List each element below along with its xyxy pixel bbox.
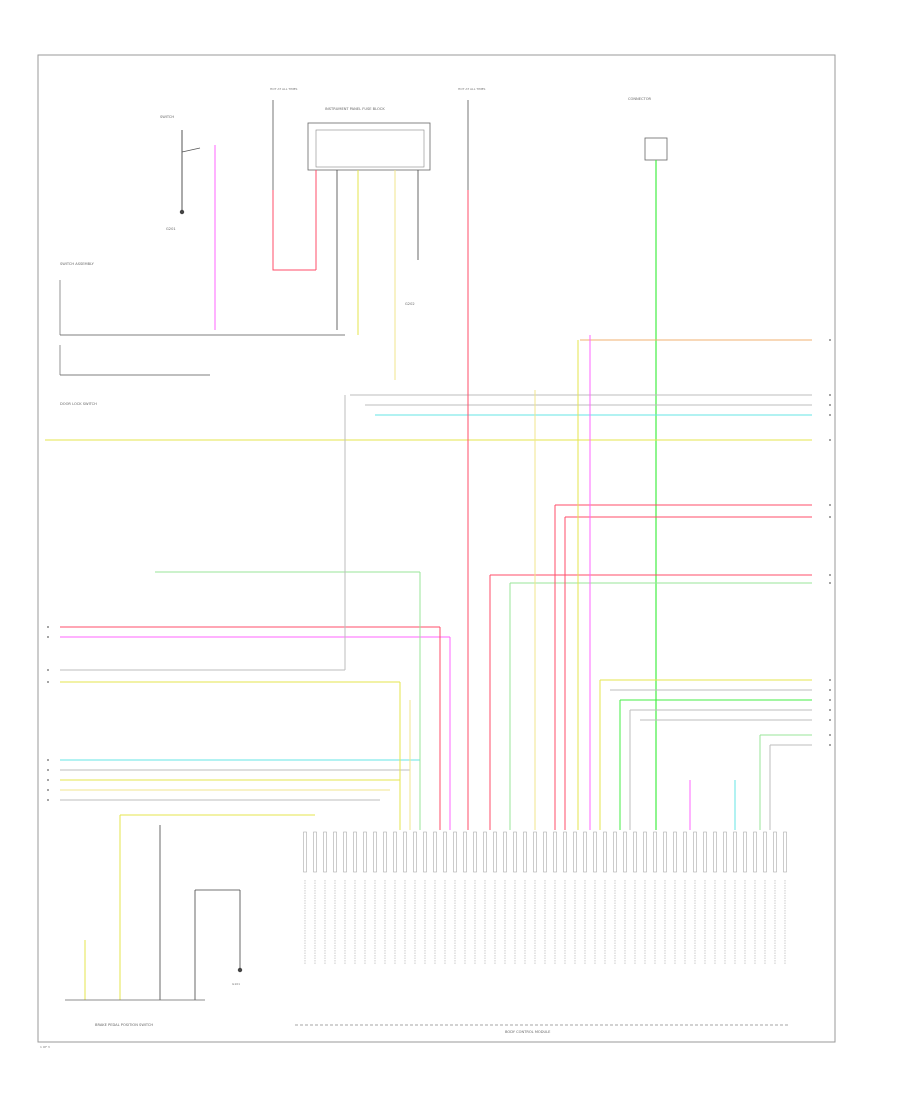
left-terminal <box>47 769 49 771</box>
bcm-pin <box>473 831 477 873</box>
bcm-pin <box>613 831 617 873</box>
bcm-pin <box>773 831 777 873</box>
left-switch-group: SWITCH ASSEMBLY DOOR LOCK SWITCH <box>59 262 345 406</box>
bcm-pin <box>303 831 307 873</box>
bcm-pin <box>583 831 587 873</box>
bcm-pin <box>743 831 747 873</box>
bcm-pin <box>693 831 697 873</box>
right-terminal <box>829 516 831 518</box>
svg-text:INSTRUMENT PANEL FUSE BLOCK: INSTRUMENT PANEL FUSE BLOCK <box>325 107 385 111</box>
left-terminal <box>47 779 49 781</box>
bcm-pin <box>543 831 547 873</box>
left-terminal <box>47 669 49 671</box>
right-edge-terminals <box>47 339 831 801</box>
fuse-relay-module: INSTRUMENT PANEL FUSE BLOCK HOT AT ALL T… <box>270 87 486 380</box>
right-terminal <box>829 689 831 691</box>
svg-text:HOT AT ALL TIMES: HOT AT ALL TIMES <box>458 87 486 91</box>
bcm-pin <box>503 831 507 873</box>
brake-switch-label: BRAKE PEDAL POSITION SWITCH <box>95 1023 153 1027</box>
bcm-pin <box>733 831 737 873</box>
right-terminal <box>829 679 831 681</box>
bcm-pin <box>683 831 687 873</box>
ground-g101: G101 <box>232 982 240 986</box>
horizontal-wires <box>45 339 812 801</box>
bcm-label: BODY CONTROL MODULE <box>505 1030 551 1034</box>
top-left-switch: SWITCH G201 <box>160 115 216 330</box>
bcm-pin <box>343 831 347 873</box>
bcm-pin <box>443 831 447 873</box>
bcm-pin <box>673 831 677 873</box>
bcm-pin <box>663 831 667 873</box>
left-terminal <box>47 681 49 683</box>
right-terminal <box>829 394 831 396</box>
brake-pedal-switch: BRAKE PEDAL POSITION SWITCH G101 <box>65 814 315 1027</box>
bcm-pin <box>763 831 767 873</box>
bcm-pin <box>593 831 597 873</box>
right-terminal <box>829 574 831 576</box>
bcm-pin <box>563 831 567 873</box>
diagram-frame <box>37 54 836 1043</box>
right-terminal <box>829 582 831 584</box>
svg-text:G201: G201 <box>166 227 176 231</box>
svg-text:SWITCH: SWITCH <box>160 115 174 119</box>
bcm-pin <box>333 831 337 873</box>
page-ref: 1 OF 3 <box>40 1045 50 1049</box>
right-terminal <box>829 439 831 441</box>
right-terminal <box>829 709 831 711</box>
bcm-pin <box>483 831 487 873</box>
svg-text:DOOR LOCK SWITCH: DOOR LOCK SWITCH <box>60 402 97 406</box>
svg-text:G202: G202 <box>405 302 415 306</box>
bcm-pin <box>573 831 577 873</box>
right-terminal <box>829 719 831 721</box>
right-terminal <box>829 339 831 341</box>
bcm-connector-row <box>303 831 787 965</box>
bcm-pin <box>373 831 377 873</box>
left-terminal <box>47 799 49 801</box>
bcm-pin <box>463 831 467 873</box>
vertical-wires <box>344 190 771 830</box>
left-terminal <box>47 626 49 628</box>
svg-text:CONNECTOR: CONNECTOR <box>628 97 652 101</box>
bcm-pin <box>433 831 437 873</box>
top-right-connector: CONNECTOR <box>628 97 668 830</box>
left-terminal <box>47 759 49 761</box>
right-terminal <box>829 744 831 746</box>
left-terminal <box>47 789 49 791</box>
bcm-pin <box>623 831 627 873</box>
bcm-pin <box>363 831 367 873</box>
bcm-pin <box>633 831 637 873</box>
bcm-pin <box>523 831 527 873</box>
left-terminal <box>47 636 49 638</box>
right-terminal <box>829 734 831 736</box>
bcm-pin <box>493 831 497 873</box>
bcm-pin <box>653 831 657 873</box>
bcm-pin <box>403 831 407 873</box>
bcm-pin <box>353 831 357 873</box>
right-terminal <box>829 414 831 416</box>
bcm-pin <box>603 831 607 873</box>
bcm-pin <box>553 831 557 873</box>
bcm-pin <box>323 831 327 873</box>
svg-text:HOT AT ALL TIMES: HOT AT ALL TIMES <box>270 87 298 91</box>
right-terminal <box>829 504 831 506</box>
bcm-pin <box>723 831 727 873</box>
bcm-pin <box>383 831 387 873</box>
bcm-pin <box>413 831 417 873</box>
bcm-pin <box>423 831 427 873</box>
bcm-pin <box>533 831 537 873</box>
body-control-module: BODY CONTROL MODULE <box>295 1024 790 1034</box>
bcm-pin <box>313 831 317 873</box>
bcm-pin <box>453 831 457 873</box>
bcm-pin <box>513 831 517 873</box>
svg-text:SWITCH ASSEMBLY: SWITCH ASSEMBLY <box>60 262 95 266</box>
bcm-pin <box>783 831 787 873</box>
bcm-pin <box>713 831 717 873</box>
bcm-pin <box>703 831 707 873</box>
bcm-pin <box>753 831 757 873</box>
bcm-pin <box>643 831 647 873</box>
bcm-pin <box>393 831 397 873</box>
right-terminal <box>829 404 831 406</box>
right-terminal <box>829 699 831 701</box>
